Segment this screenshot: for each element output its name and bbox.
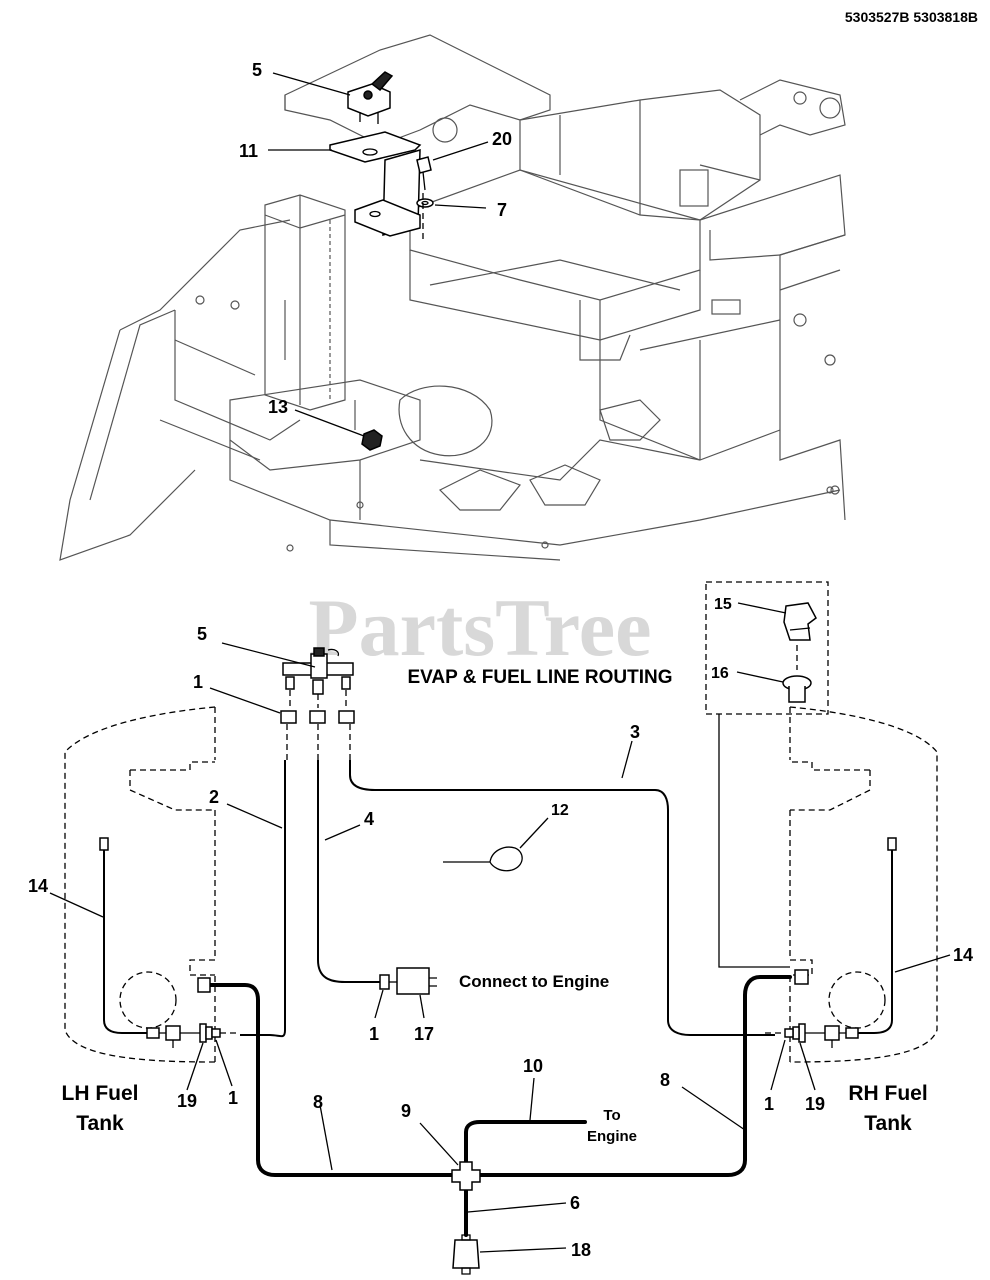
callout-4: 4	[364, 809, 374, 829]
callout-18: 18	[571, 1240, 591, 1260]
washer-part	[416, 198, 434, 208]
right-shutoff-valve	[765, 1023, 859, 1048]
callout-19-left: 19	[177, 1091, 197, 1111]
callout-8-left: 8	[313, 1092, 323, 1112]
callout-17: 17	[414, 1024, 434, 1044]
fuel-filter-part	[452, 1234, 480, 1275]
rh-tank-label-line-1: RH Fuel	[848, 1082, 927, 1105]
callout-top-7: 7	[497, 200, 507, 220]
callout-16: 16	[711, 665, 729, 682]
lh-tank-label-line-1: LH Fuel	[62, 1082, 139, 1105]
to-engine-line-2: Engine	[587, 1128, 637, 1145]
inset-box	[705, 581, 829, 968]
callout-1-top: 1	[193, 672, 203, 692]
frame-illustration	[59, 34, 846, 561]
top-leader-lines	[268, 72, 489, 437]
callout-1-left: 1	[228, 1088, 238, 1108]
callout-14-right: 14	[953, 945, 973, 965]
callout-5: 5	[197, 624, 207, 644]
callout-9: 9	[401, 1101, 411, 1121]
tee-fitting-part	[451, 1161, 481, 1191]
callout-1-right: 1	[764, 1094, 774, 1114]
callout-top-13: 13	[268, 397, 288, 417]
document-id-label: 5303527B 5303818B	[845, 9, 978, 25]
vent-valve-bracket-assembly	[329, 71, 434, 451]
diagram-title: EVAP & FUEL LINE ROUTING	[408, 667, 673, 688]
canister-part	[379, 967, 437, 995]
callout-3: 3	[630, 722, 640, 742]
watermark-text: PartsTree	[308, 582, 651, 673]
tank-outlines	[64, 706, 938, 1063]
callout-12: 12	[551, 802, 569, 819]
fuel-lines	[99, 760, 897, 1038]
left-return-fitting	[197, 977, 211, 993]
nut-part	[361, 429, 383, 451]
fuel-cap-part	[783, 602, 817, 641]
connect-engine-note: Connect to Engine	[459, 972, 609, 991]
bolt-part	[416, 156, 432, 174]
lh-tank-label-line-2: Tank	[76, 1112, 124, 1135]
callout-1-mid: 1	[369, 1024, 379, 1044]
rh-tank-label-line-2: Tank	[864, 1112, 912, 1135]
callout-2: 2	[209, 787, 219, 807]
callout-8-right: 8	[660, 1070, 670, 1090]
callout-15: 15	[714, 596, 732, 613]
callout-19-right: 19	[805, 1094, 825, 1114]
left-shutoff-valve	[146, 1023, 240, 1048]
callout-top-20: 20	[492, 129, 512, 149]
vent-valve-diagram	[280, 647, 355, 760]
vent-valve-part	[347, 83, 391, 117]
callout-6: 6	[570, 1193, 580, 1213]
callout-top-5: 5	[252, 60, 262, 80]
bottom-leader-lines	[49, 642, 951, 1253]
callout-14-left: 14	[28, 876, 48, 896]
right-return-fitting	[794, 969, 809, 985]
callout-10: 10	[523, 1056, 543, 1076]
to-engine-line-1: To	[603, 1107, 620, 1124]
main-fuel-lines	[208, 975, 792, 1237]
callout-top-11: 11	[239, 141, 258, 161]
